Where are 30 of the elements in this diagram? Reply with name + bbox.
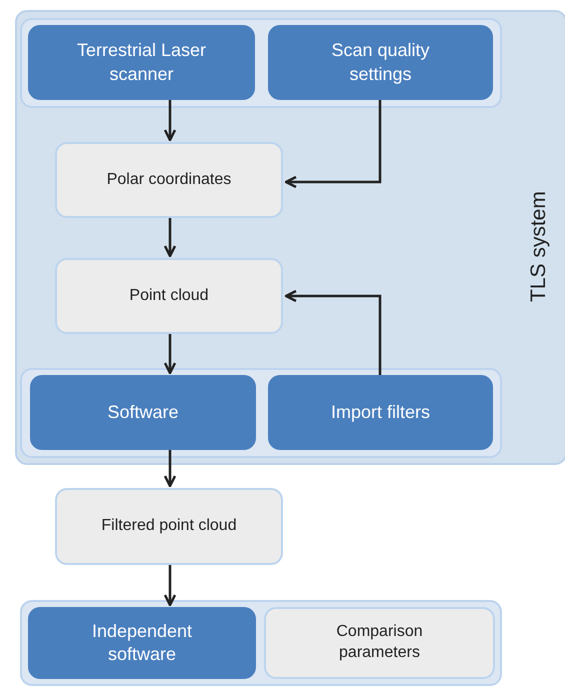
box-label: Point cloud	[128, 286, 210, 306]
arrow	[164, 450, 176, 488]
box-label: Comparison parameters	[335, 622, 424, 663]
arrow	[164, 565, 176, 606]
arrow	[164, 334, 176, 374]
box-label: Scan quality settings	[330, 39, 431, 86]
group-band	[20, 18, 502, 108]
box-label: Software	[106, 400, 180, 424]
system-panel	[15, 10, 565, 465]
panel-title: TLS system	[527, 190, 551, 304]
process-box	[30, 375, 256, 450]
box-label: Terrestrial Laser scanner	[76, 39, 208, 86]
box-label: Polar coordinates	[106, 170, 232, 190]
arrow	[164, 100, 176, 142]
group-band	[20, 600, 502, 686]
arrow	[164, 218, 176, 258]
process-box	[55, 258, 283, 334]
box-label: Import filters	[330, 400, 432, 424]
process-box	[55, 142, 283, 218]
process-box	[268, 25, 493, 100]
process-box	[268, 375, 493, 450]
process-box	[28, 607, 256, 679]
box-label: Filtered point cloud	[100, 516, 238, 536]
process-box	[264, 607, 495, 679]
process-box	[55, 488, 283, 565]
group-band	[20, 368, 502, 458]
process-box	[28, 25, 255, 100]
arrow	[284, 100, 382, 188]
box-label: Independent software	[90, 620, 194, 666]
arrow	[284, 290, 382, 375]
